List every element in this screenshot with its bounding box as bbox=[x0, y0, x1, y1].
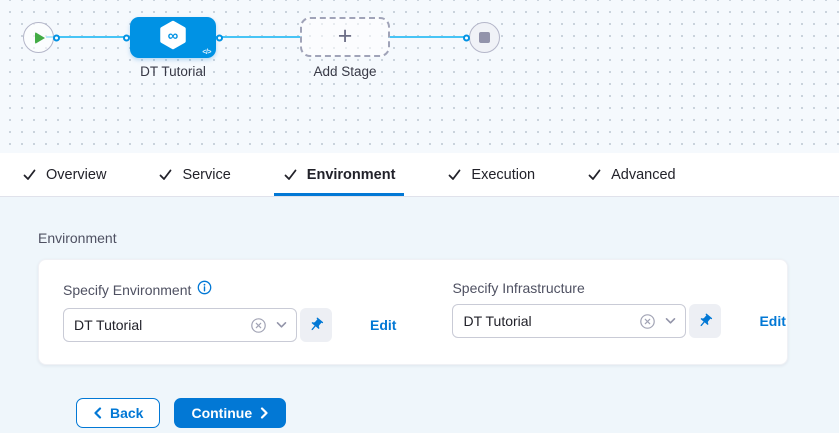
infrastructure-value-input[interactable] bbox=[463, 313, 640, 329]
add-stage-button[interactable]: + bbox=[300, 17, 390, 57]
clear-icon[interactable] bbox=[639, 313, 656, 330]
check-icon bbox=[588, 169, 601, 180]
edit-environment-link[interactable]: Edit bbox=[370, 317, 397, 333]
continue-button-label: Continue bbox=[191, 405, 253, 421]
environment-card: Specify Environment E bbox=[38, 259, 788, 365]
clear-icon[interactable] bbox=[250, 317, 267, 334]
plus-icon: + bbox=[337, 21, 353, 50]
add-stage-label: Add Stage bbox=[313, 64, 377, 79]
pin-icon bbox=[701, 313, 713, 327]
environment-value-input[interactable] bbox=[74, 317, 250, 333]
pipeline-canvas: ∞ DT Tutorial + Add Stage bbox=[0, 0, 839, 153]
svg-text:∞: ∞ bbox=[168, 28, 179, 45]
stage-node-dt-tutorial[interactable]: ∞ bbox=[123, 17, 223, 58]
tab-label: Advanced bbox=[611, 166, 676, 183]
play-icon bbox=[35, 31, 45, 44]
tab-execution[interactable]: Execution bbox=[438, 153, 544, 196]
field-label: Specify Infrastructure bbox=[452, 280, 585, 296]
tab-label: Overview bbox=[46, 166, 107, 183]
field-specify-environment: Specify Environment E bbox=[63, 280, 424, 342]
tab-label: Environment bbox=[306, 166, 396, 183]
check-icon bbox=[23, 169, 36, 180]
chevron-right-icon bbox=[261, 407, 268, 419]
tab-overview[interactable]: Overview bbox=[13, 153, 115, 196]
chevron-down-icon[interactable] bbox=[665, 317, 676, 325]
chevron-left-icon bbox=[94, 407, 102, 419]
pin-button[interactable] bbox=[300, 308, 332, 342]
section-heading: Environment bbox=[38, 230, 117, 246]
field-specify-infrastructure: Specify Infrastructure Edit bbox=[452, 280, 786, 338]
check-icon bbox=[449, 169, 461, 180]
info-icon[interactable] bbox=[197, 280, 212, 300]
continue-button[interactable]: Continue bbox=[174, 398, 287, 428]
edge-stage-to-addstage bbox=[214, 36, 302, 38]
stage-node-label: DT Tutorial bbox=[140, 64, 206, 79]
chevron-down-icon[interactable] bbox=[276, 321, 287, 329]
tab-label: Execution bbox=[471, 166, 536, 183]
back-button-label: Back bbox=[110, 405, 144, 421]
pipeline-start-node[interactable] bbox=[23, 22, 60, 53]
check-icon bbox=[160, 169, 172, 180]
check-icon bbox=[284, 169, 297, 180]
wizard-footer: Back Continue bbox=[76, 398, 839, 428]
environment-select[interactable] bbox=[63, 308, 297, 342]
pin-icon bbox=[311, 317, 324, 331]
tab-advanced[interactable]: Advanced bbox=[578, 153, 685, 196]
cd-hexagon-infinity-icon: ∞ bbox=[158, 19, 188, 56]
tab-label: Service bbox=[182, 166, 231, 183]
back-button[interactable]: Back bbox=[76, 398, 161, 428]
tab-environment[interactable]: Environment bbox=[273, 153, 405, 196]
stop-icon bbox=[479, 32, 490, 43]
environment-panel: Environment Specify Environment bbox=[0, 197, 839, 428]
edge-start-to-stage bbox=[46, 36, 134, 38]
tab-service[interactable]: Service bbox=[149, 153, 239, 196]
stage-node-port-left bbox=[123, 34, 130, 41]
infrastructure-select[interactable] bbox=[452, 304, 687, 338]
edit-infrastructure-link[interactable]: Edit bbox=[759, 313, 786, 329]
pipeline-end-node[interactable] bbox=[463, 22, 500, 53]
field-label: Specify Environment bbox=[63, 282, 192, 298]
edge-addstage-to-end bbox=[388, 36, 472, 38]
start-node-port bbox=[53, 34, 60, 41]
stage-node-port-right bbox=[216, 34, 223, 41]
end-node-port bbox=[463, 34, 470, 41]
pin-button[interactable] bbox=[689, 304, 722, 338]
code-icon bbox=[202, 49, 211, 56]
stage-tabs: Overview Service Environment Execution A… bbox=[0, 153, 839, 197]
